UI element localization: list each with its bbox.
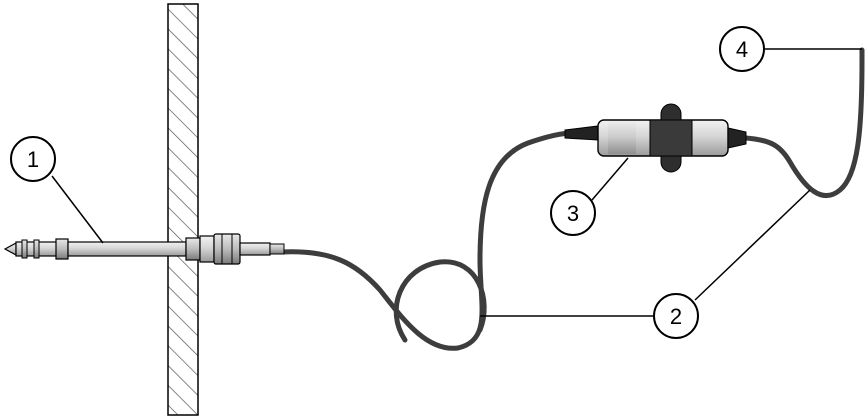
probe <box>3 233 285 265</box>
cable <box>279 47 865 351</box>
callout-1: 1 <box>10 136 56 182</box>
wall <box>167 3 199 416</box>
leader-line-2b <box>694 189 811 301</box>
leader-line-1 <box>51 175 104 244</box>
module <box>564 103 747 173</box>
callout-2: 2 <box>653 293 699 339</box>
callout-4: 4 <box>719 26 765 72</box>
callout-3-label: 3 <box>567 201 579 226</box>
callout-3: 3 <box>550 190 596 236</box>
callout-1-label: 1 <box>27 147 39 172</box>
callout-4-label: 4 <box>736 37 748 62</box>
leader-lines <box>51 48 862 317</box>
leader-line-3 <box>591 157 629 201</box>
callout-2-label: 2 <box>670 304 682 329</box>
